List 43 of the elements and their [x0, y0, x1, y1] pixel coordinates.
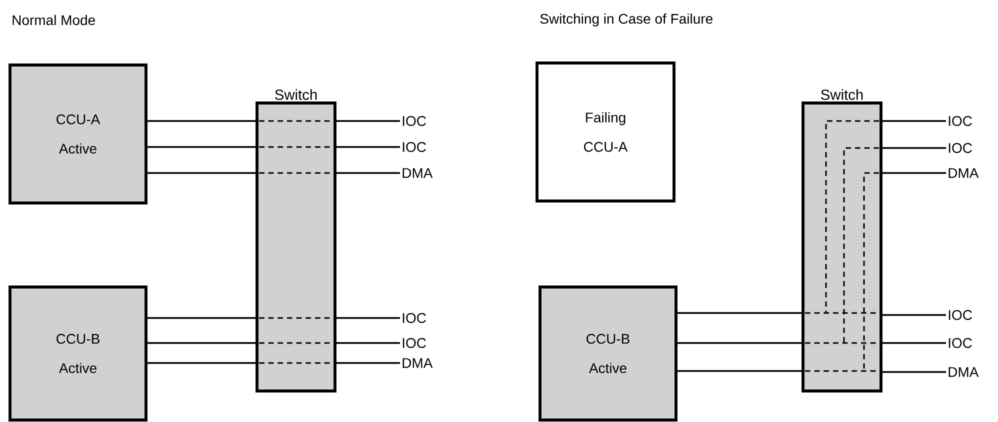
- connection-line: [336, 317, 400, 319]
- switch-box: Switch: [802, 89, 882, 392]
- port-label: DMA: [402, 358, 433, 368]
- connection-line: [882, 371, 946, 373]
- port-label: IOC: [948, 116, 972, 126]
- connection-line: [677, 312, 802, 314]
- connection-line: [336, 120, 400, 122]
- port-label: DMA: [948, 367, 979, 377]
- port-label: IOC: [402, 116, 426, 126]
- panel-title: Normal Mode: [12, 14, 95, 26]
- switch-box: Switch: [256, 89, 336, 392]
- node-label: Switch: [275, 89, 317, 100]
- ccu-box: CCU-B Active: [538, 286, 678, 422]
- ccu-box: CCU-B Active: [8, 286, 148, 422]
- port-label: IOC: [402, 338, 426, 348]
- ccu-box: Failing CCU-A: [536, 62, 676, 202]
- port-label: IOC: [948, 143, 972, 153]
- connection-line: [336, 172, 400, 174]
- port-label: DMA: [948, 168, 979, 178]
- port-label: IOC: [948, 338, 972, 348]
- connection-line: [677, 342, 802, 344]
- connection-line: [336, 362, 400, 364]
- connection-line: [336, 342, 400, 344]
- port-label: IOC: [402, 142, 426, 152]
- connection-line: [336, 146, 400, 148]
- connection-line: [882, 120, 946, 122]
- connection-line: [882, 314, 946, 316]
- ccu-box: CCU-A Active: [8, 64, 148, 204]
- connection-line: [882, 342, 946, 344]
- port-label: IOC: [402, 313, 426, 323]
- port-label: DMA: [402, 168, 433, 178]
- port-label: IOC: [948, 310, 972, 320]
- panel-title: Switching in Case of Failure: [540, 13, 712, 27]
- connection-line: [147, 120, 256, 122]
- connection-line: [882, 147, 946, 149]
- connection-line: [147, 172, 256, 174]
- connection-line: [147, 342, 256, 344]
- connection-line: [147, 146, 256, 148]
- connection-line: [147, 317, 256, 319]
- node-label: Switch: [821, 89, 863, 100]
- connection-line: [147, 362, 256, 364]
- connection-line: [882, 172, 946, 174]
- connection-line: [677, 370, 802, 372]
